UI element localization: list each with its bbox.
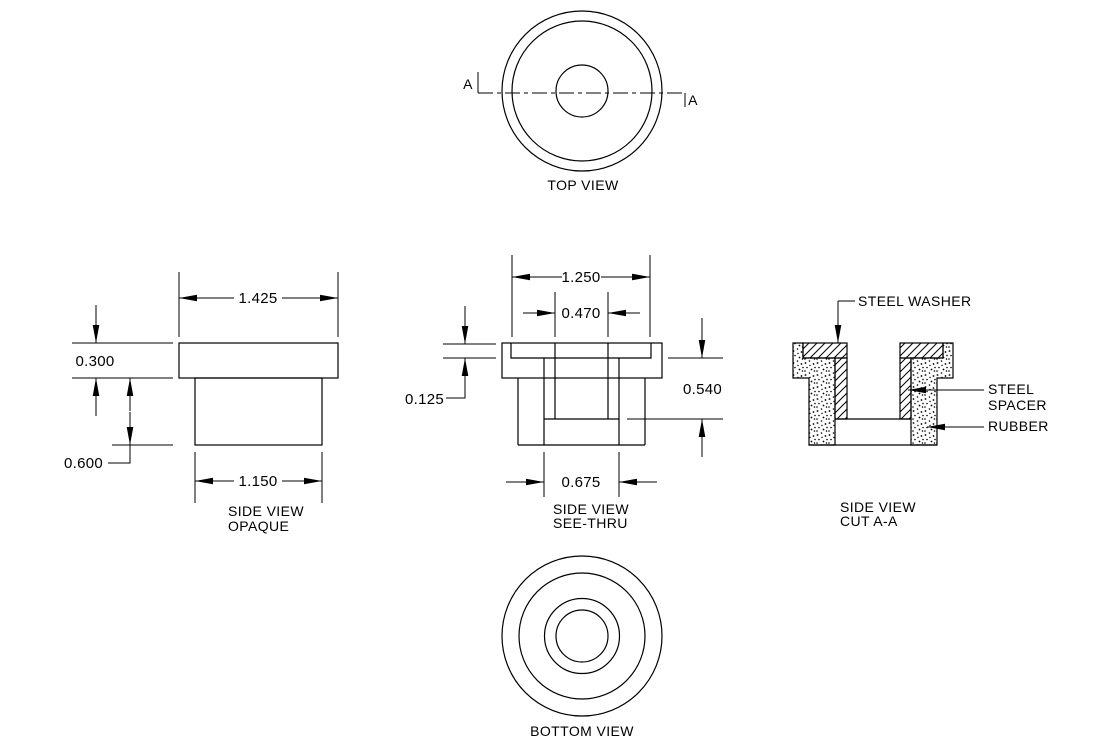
top-view-washer-circle [511, 20, 653, 162]
leader-steel-spacer: STEEL SPACER [908, 381, 1047, 413]
seethru-caption-line2: SEE-THRU [553, 515, 628, 531]
dim-body-height-value: 0.600 [64, 455, 103, 472]
dimension-body-height: 0.600 [64, 378, 173, 472]
dim-hole-width-value: 0.470 [561, 305, 600, 322]
dimension-recess-width: 0.675 [506, 452, 657, 497]
dimension-flange-thickness: 0.300 [72, 305, 173, 416]
seethru-washer-outline [510, 343, 652, 359]
dim-flange-width-value: 1.425 [238, 290, 277, 307]
opaque-caption-line2: OPAQUE [228, 518, 289, 534]
dimension-inner-depth: 0.540 [627, 318, 723, 457]
bottom-view-flange-circle [501, 555, 663, 717]
opaque-caption-line1: SIDE VIEW [228, 503, 304, 519]
top-view-flange-circle [501, 10, 663, 172]
leader-rubber: RUBBER [927, 418, 1049, 434]
side-view-see-thru: 1.250 0.470 0.125 0.540 [405, 255, 723, 531]
cut-caption-line2: CUT A-A [840, 513, 898, 529]
top-view-hole-circle [555, 64, 609, 118]
steel-washer-right-section [899, 342, 944, 359]
steel-washer-left-section [802, 342, 848, 359]
bottom-view-body-circle [518, 572, 646, 700]
top-view-caption: TOP VIEW [547, 177, 619, 193]
opaque-body-outline [194, 377, 323, 446]
dim-washer-thickness-value: 0.125 [405, 391, 444, 408]
leader-steel-washer: STEEL WASHER [834, 293, 971, 343]
dimension-flange-width: 1.425 [178, 272, 339, 337]
bottom-view-recess-circle [543, 597, 621, 675]
bottom-view: BOTTOM VIEW [501, 555, 663, 739]
seethru-caption-line1: SIDE VIEW [553, 501, 629, 517]
section-line-a-a: A A [463, 72, 698, 108]
section-label-a-right: A [688, 92, 698, 108]
opaque-flange-outline [178, 342, 339, 379]
dim-inner-depth-value: 0.540 [683, 381, 722, 398]
steel-spacer-left-section [834, 357, 848, 420]
bottom-view-hole-circle [555, 609, 609, 663]
dimension-body-width: 1.150 [194, 452, 323, 503]
steel-spacer-right-section [899, 357, 912, 420]
dimension-washer-thickness: 0.125 [405, 306, 496, 408]
label-steel-spacer-line2: SPACER [988, 397, 1047, 413]
side-view-opaque: 1.425 0.300 0.600 1.150 SIDE VIEW OPAQUE [64, 272, 339, 534]
top-view: A A TOP VIEW [463, 10, 698, 193]
side-view-cut: STEEL WASHER STEEL SPACER RUBBER SIDE VI… [792, 293, 1049, 529]
dimension-hole-width: 0.470 [523, 292, 640, 337]
dim-washer-width-value: 1.250 [561, 269, 600, 286]
label-steel-spacer-line1: STEEL [988, 381, 1034, 397]
bottom-view-caption: BOTTOM VIEW [530, 723, 634, 739]
dim-body-width-value: 1.150 [238, 473, 277, 490]
dimension-washer-width: 1.250 [511, 255, 651, 337]
dim-recess-width-value: 0.675 [561, 474, 600, 491]
label-rubber: RUBBER [988, 418, 1049, 434]
dim-flange-thickness-value: 0.300 [75, 353, 114, 370]
section-label-a-left: A [463, 76, 473, 92]
label-steel-washer: STEEL WASHER [858, 293, 971, 309]
cut-caption-line1: SIDE VIEW [840, 499, 916, 515]
seethru-flange-outline [501, 342, 663, 379]
